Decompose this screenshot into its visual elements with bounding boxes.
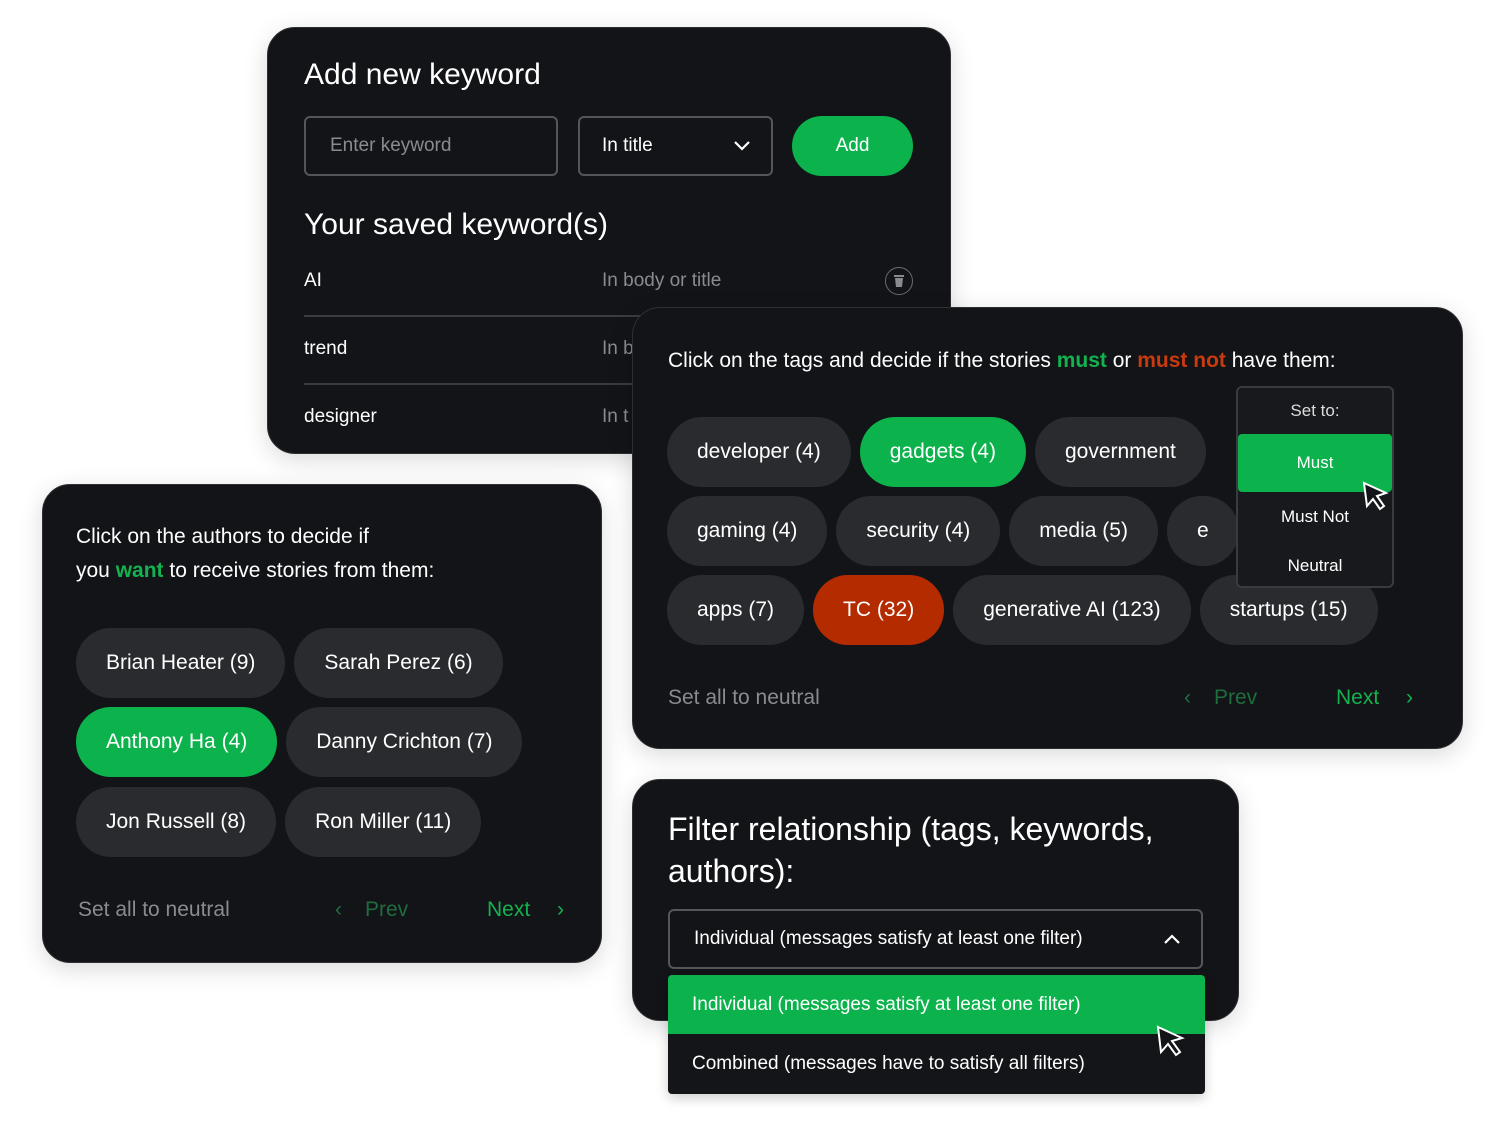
add-keyword-title: Add new keyword (304, 58, 541, 91)
want-highlight: want (115, 559, 164, 582)
popup-title: Set to: (1290, 401, 1340, 420)
divider (304, 383, 916, 385)
chevron-right-icon: › (1406, 686, 1413, 709)
keyword-text: AI (304, 270, 322, 291)
saved-keywords-title: Your saved keyword(s) (304, 208, 609, 241)
tag-chip-must[interactable]: gadgets (4) (859, 417, 1026, 487)
tags-card: Click on the tags and decide if the stor… (632, 307, 1463, 749)
chevron-down-icon (734, 141, 750, 151)
chevron-up-icon (1164, 934, 1180, 944)
option-individual[interactable]: Individual (messages satisfy at least on… (668, 975, 1205, 1034)
divider (304, 315, 916, 317)
prev-button[interactable]: Prev (1214, 686, 1258, 709)
next-button[interactable]: Next (1336, 686, 1380, 709)
add-button[interactable]: Add (792, 116, 913, 176)
tag-chip-must-not[interactable]: TC (32) (813, 575, 945, 645)
relationship-select[interactable]: Individual (messages satisfy at least on… (668, 909, 1203, 969)
scope-select-value: In title (602, 135, 653, 156)
tag-chip[interactable]: media (5) (1009, 496, 1158, 566)
keyword-scope: In body or title (602, 270, 722, 291)
set-all-neutral-button[interactable]: Set all to neutral (668, 686, 820, 709)
tag-chip[interactable]: security (4) (836, 496, 1001, 566)
prev-button[interactable]: Prev (365, 898, 409, 921)
authors-card: Click on the authors to decide if you wa… (42, 484, 602, 963)
tag-chip[interactable]: generative AI (123) (953, 575, 1191, 645)
author-chip-selected[interactable]: Anthony Ha (4) (76, 707, 278, 777)
cursor-icon (1362, 481, 1389, 511)
must-not-highlight: must not (1137, 349, 1226, 372)
author-chip[interactable]: Ron Miller (11) (285, 787, 482, 857)
set-all-neutral-button[interactable]: Set all to neutral (78, 898, 230, 921)
keyword-row: AI (304, 270, 322, 292)
authors-intro-line1: Click on the authors to decide if (76, 525, 369, 548)
keyword-input[interactable]: Enter keyword (304, 116, 558, 176)
filter-title: Filter relationship (tags, keywords, aut… (668, 811, 1154, 889)
cursor-icon (1156, 1025, 1185, 1057)
author-chip[interactable]: Sarah Perez (6) (294, 628, 503, 698)
chevron-left-icon: ‹ (335, 898, 342, 921)
option-must-not[interactable]: Must Not (1280, 506, 1350, 526)
tag-chip[interactable]: government (1034, 417, 1206, 487)
option-combined[interactable]: Combined (messages have to satisfy all f… (692, 1053, 1085, 1074)
tags-intro: Click on the tags and decide if the stor… (668, 349, 1336, 372)
chevron-right-icon: › (557, 898, 564, 921)
next-button[interactable]: Next (487, 898, 531, 921)
keyword-scope: In b (602, 338, 634, 359)
scope-select[interactable]: In title (578, 116, 773, 176)
tag-chip[interactable]: e (1166, 496, 1239, 566)
tag-chip[interactable]: developer (4) (667, 417, 851, 487)
author-chip[interactable]: Danny Crichton (7) (286, 707, 523, 777)
relationship-select-value: Individual (messages satisfy at least on… (694, 928, 1083, 949)
keyword-text: designer (304, 406, 377, 427)
author-chip[interactable]: Jon Russell (8) (76, 787, 277, 857)
option-must[interactable]: Must (1238, 434, 1392, 492)
keyword-text: trend (304, 338, 348, 359)
add-keyword-card: Add new keyword Enter keyword In title A… (267, 27, 951, 454)
trash-icon[interactable] (885, 267, 913, 295)
author-chip[interactable]: Brian Heater (9) (76, 628, 286, 698)
relationship-dropdown: Individual (messages satisfy at least on… (668, 975, 1205, 1094)
tag-chip[interactable]: gaming (4) (667, 496, 828, 566)
option-neutral[interactable]: Neutral (1287, 555, 1343, 575)
authors-intro-line2: you want to receive stories from them: (76, 559, 435, 582)
chevron-left-icon: ‹ (1184, 686, 1191, 709)
keyword-scope: In t (602, 406, 629, 427)
tag-chip[interactable]: apps (7) (667, 575, 805, 645)
must-highlight: must (1056, 349, 1107, 372)
